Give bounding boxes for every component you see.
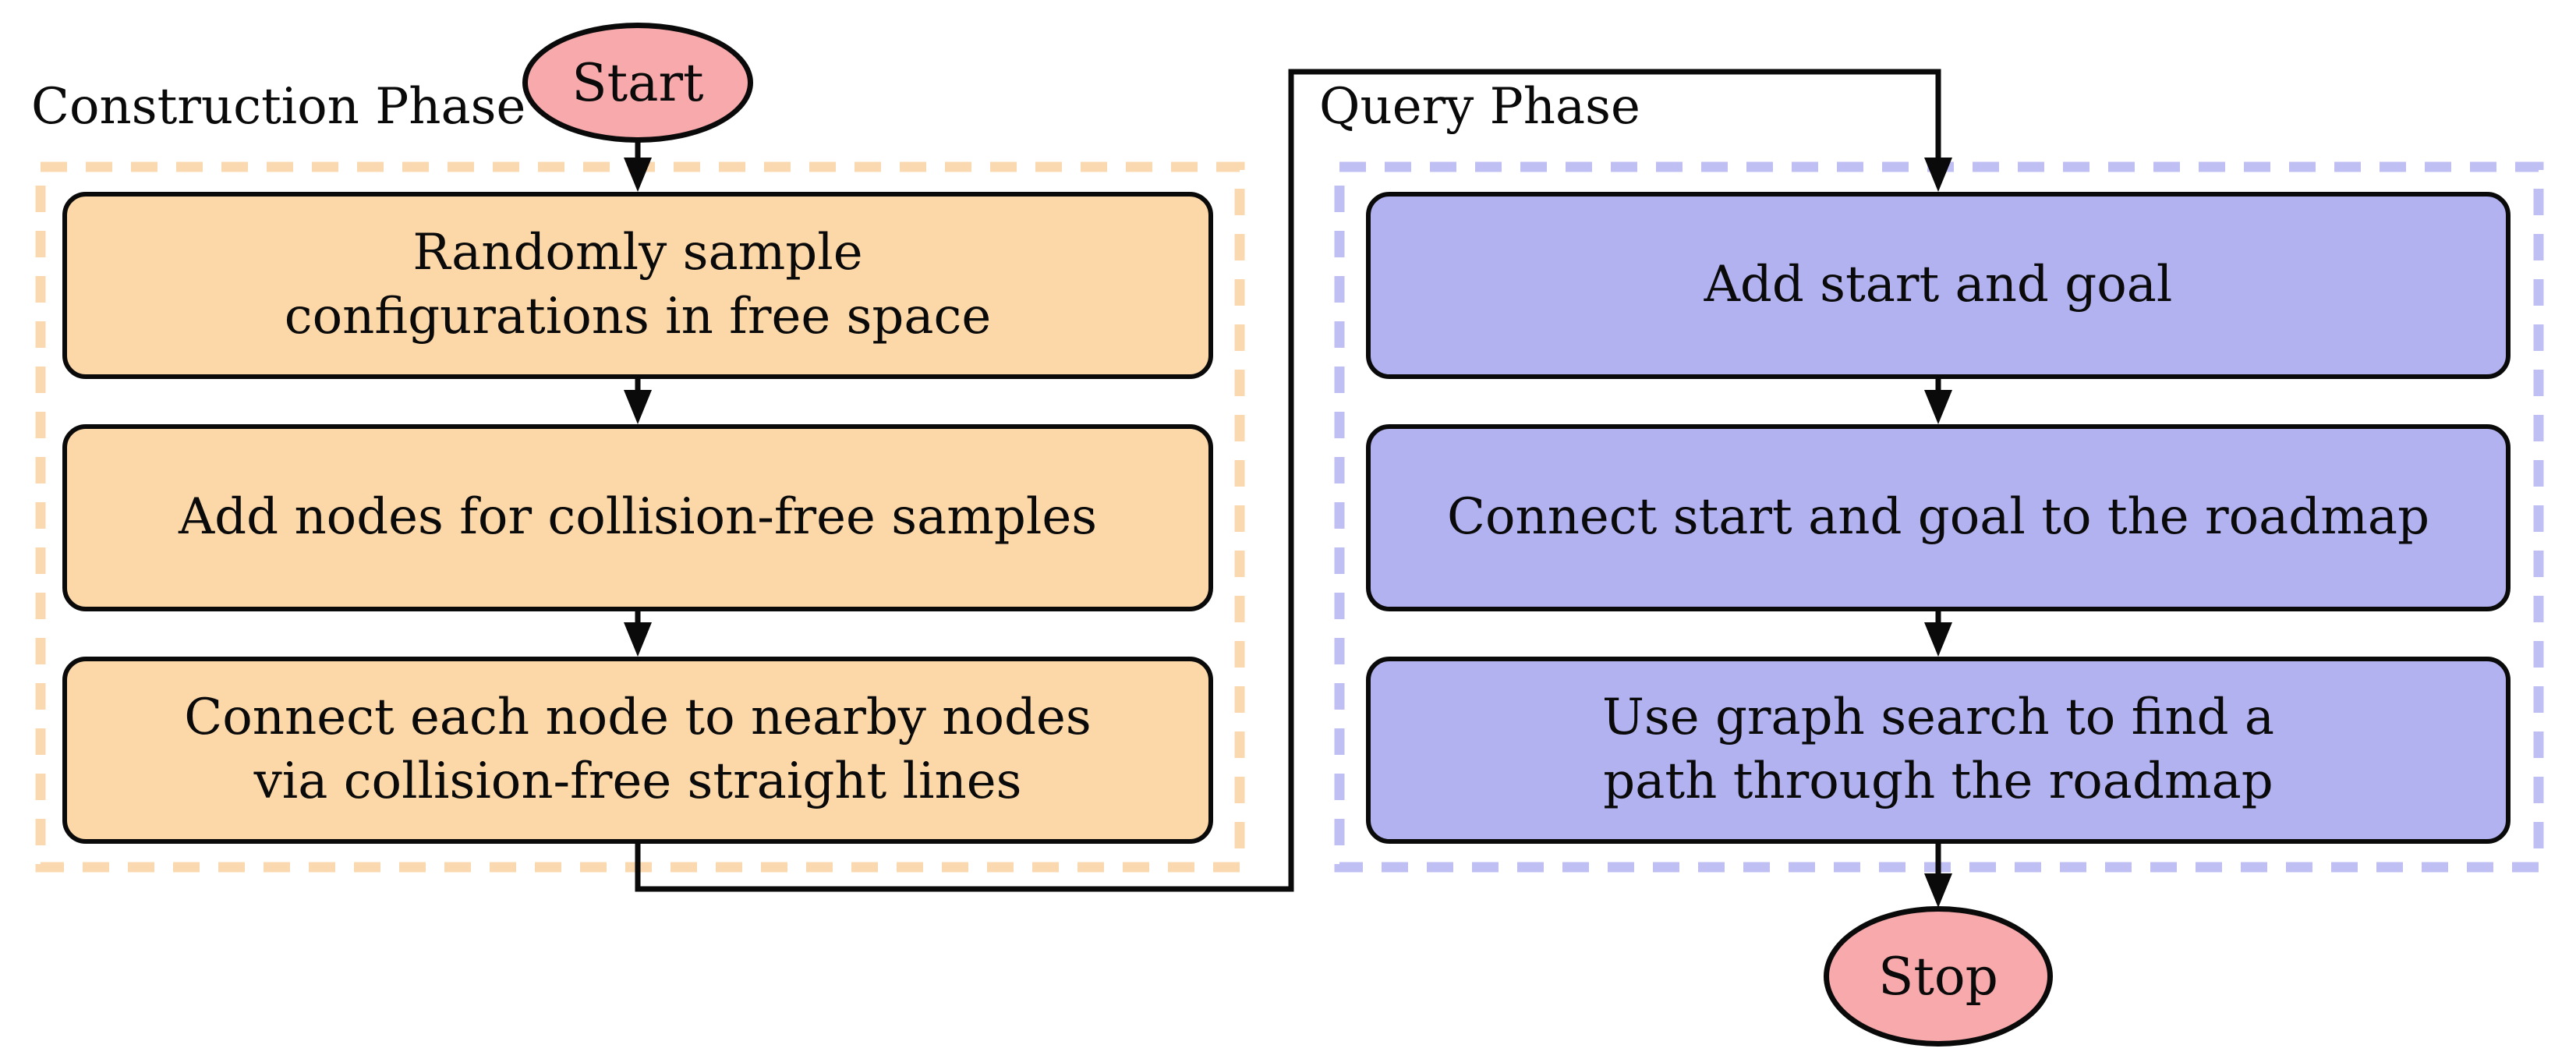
arrow-query-1-to-2 (1924, 379, 1952, 424)
arrow-construction-2-to-3 (624, 611, 652, 657)
arrow-construction-1-to-2 (624, 379, 652, 424)
arrow-construction-to-query (635, 69, 1952, 892)
start-terminal-label: Start (571, 52, 704, 113)
query-step-1: Add start and goal (1366, 192, 2511, 379)
arrow-query-2-to-3 (1924, 611, 1952, 657)
query-phase-label: Query Phase (1319, 78, 1640, 136)
query-step-2: Connect start and goal to the roadmap (1366, 424, 2511, 611)
construction-phase-label: Construction Phase (31, 78, 526, 136)
arrow-start-to-construction-1 (624, 142, 652, 192)
construction-step-2: Add nodes for collision-free samples (62, 424, 1213, 611)
stop-terminal: Stop (1824, 906, 2053, 1047)
query-step-3: Use graph search to find a path through … (1366, 657, 2511, 844)
arrow-query-to-stop (1924, 844, 1952, 908)
construction-step-3: Connect each node to nearby nodes via co… (62, 657, 1213, 844)
stop-terminal-label: Stop (1878, 946, 1998, 1007)
start-terminal: Start (522, 23, 753, 143)
construction-step-1: Randomly sample configurations in free s… (62, 192, 1213, 379)
